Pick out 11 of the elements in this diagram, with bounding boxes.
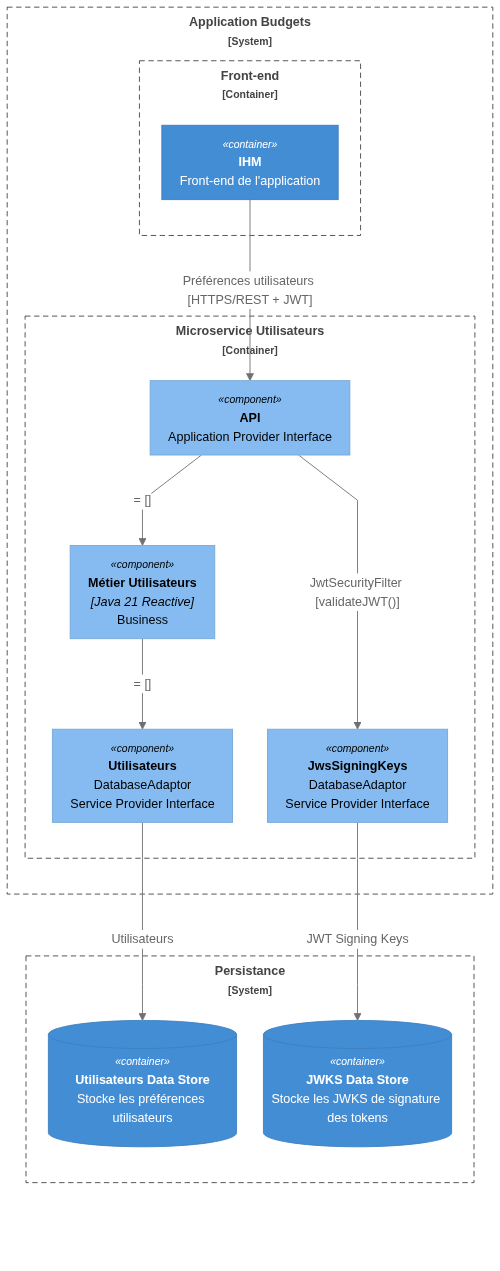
- edge-label: Utilisateurs: [111, 931, 174, 947]
- edge-label: Préférences utilisateurs [HTTPS/REST + JWT]: [182, 273, 314, 307]
- node-box: «component» Métier Utilisateurs [Java 21 Reactive] Business: [69, 545, 216, 640]
- edge-label: JwtSecurityFilter [validateJWT()]: [309, 575, 402, 609]
- edge-label: = []: [133, 492, 152, 507]
- node-box: «component» Utilisateurs DatabaseAdaptor Service Provider Interface: [51, 728, 233, 823]
- edge-label: = []: [133, 676, 152, 691]
- edge-label: JWT Signing Keys: [306, 931, 409, 947]
- node-box: «component» API Application Provider Interface: [149, 380, 351, 456]
- node-box: «component» JwsSigningKeys DatabaseAdaptor Service Provider Interface: [267, 728, 449, 823]
- node-box: «container» IHM Front-end de l'application: [161, 124, 339, 201]
